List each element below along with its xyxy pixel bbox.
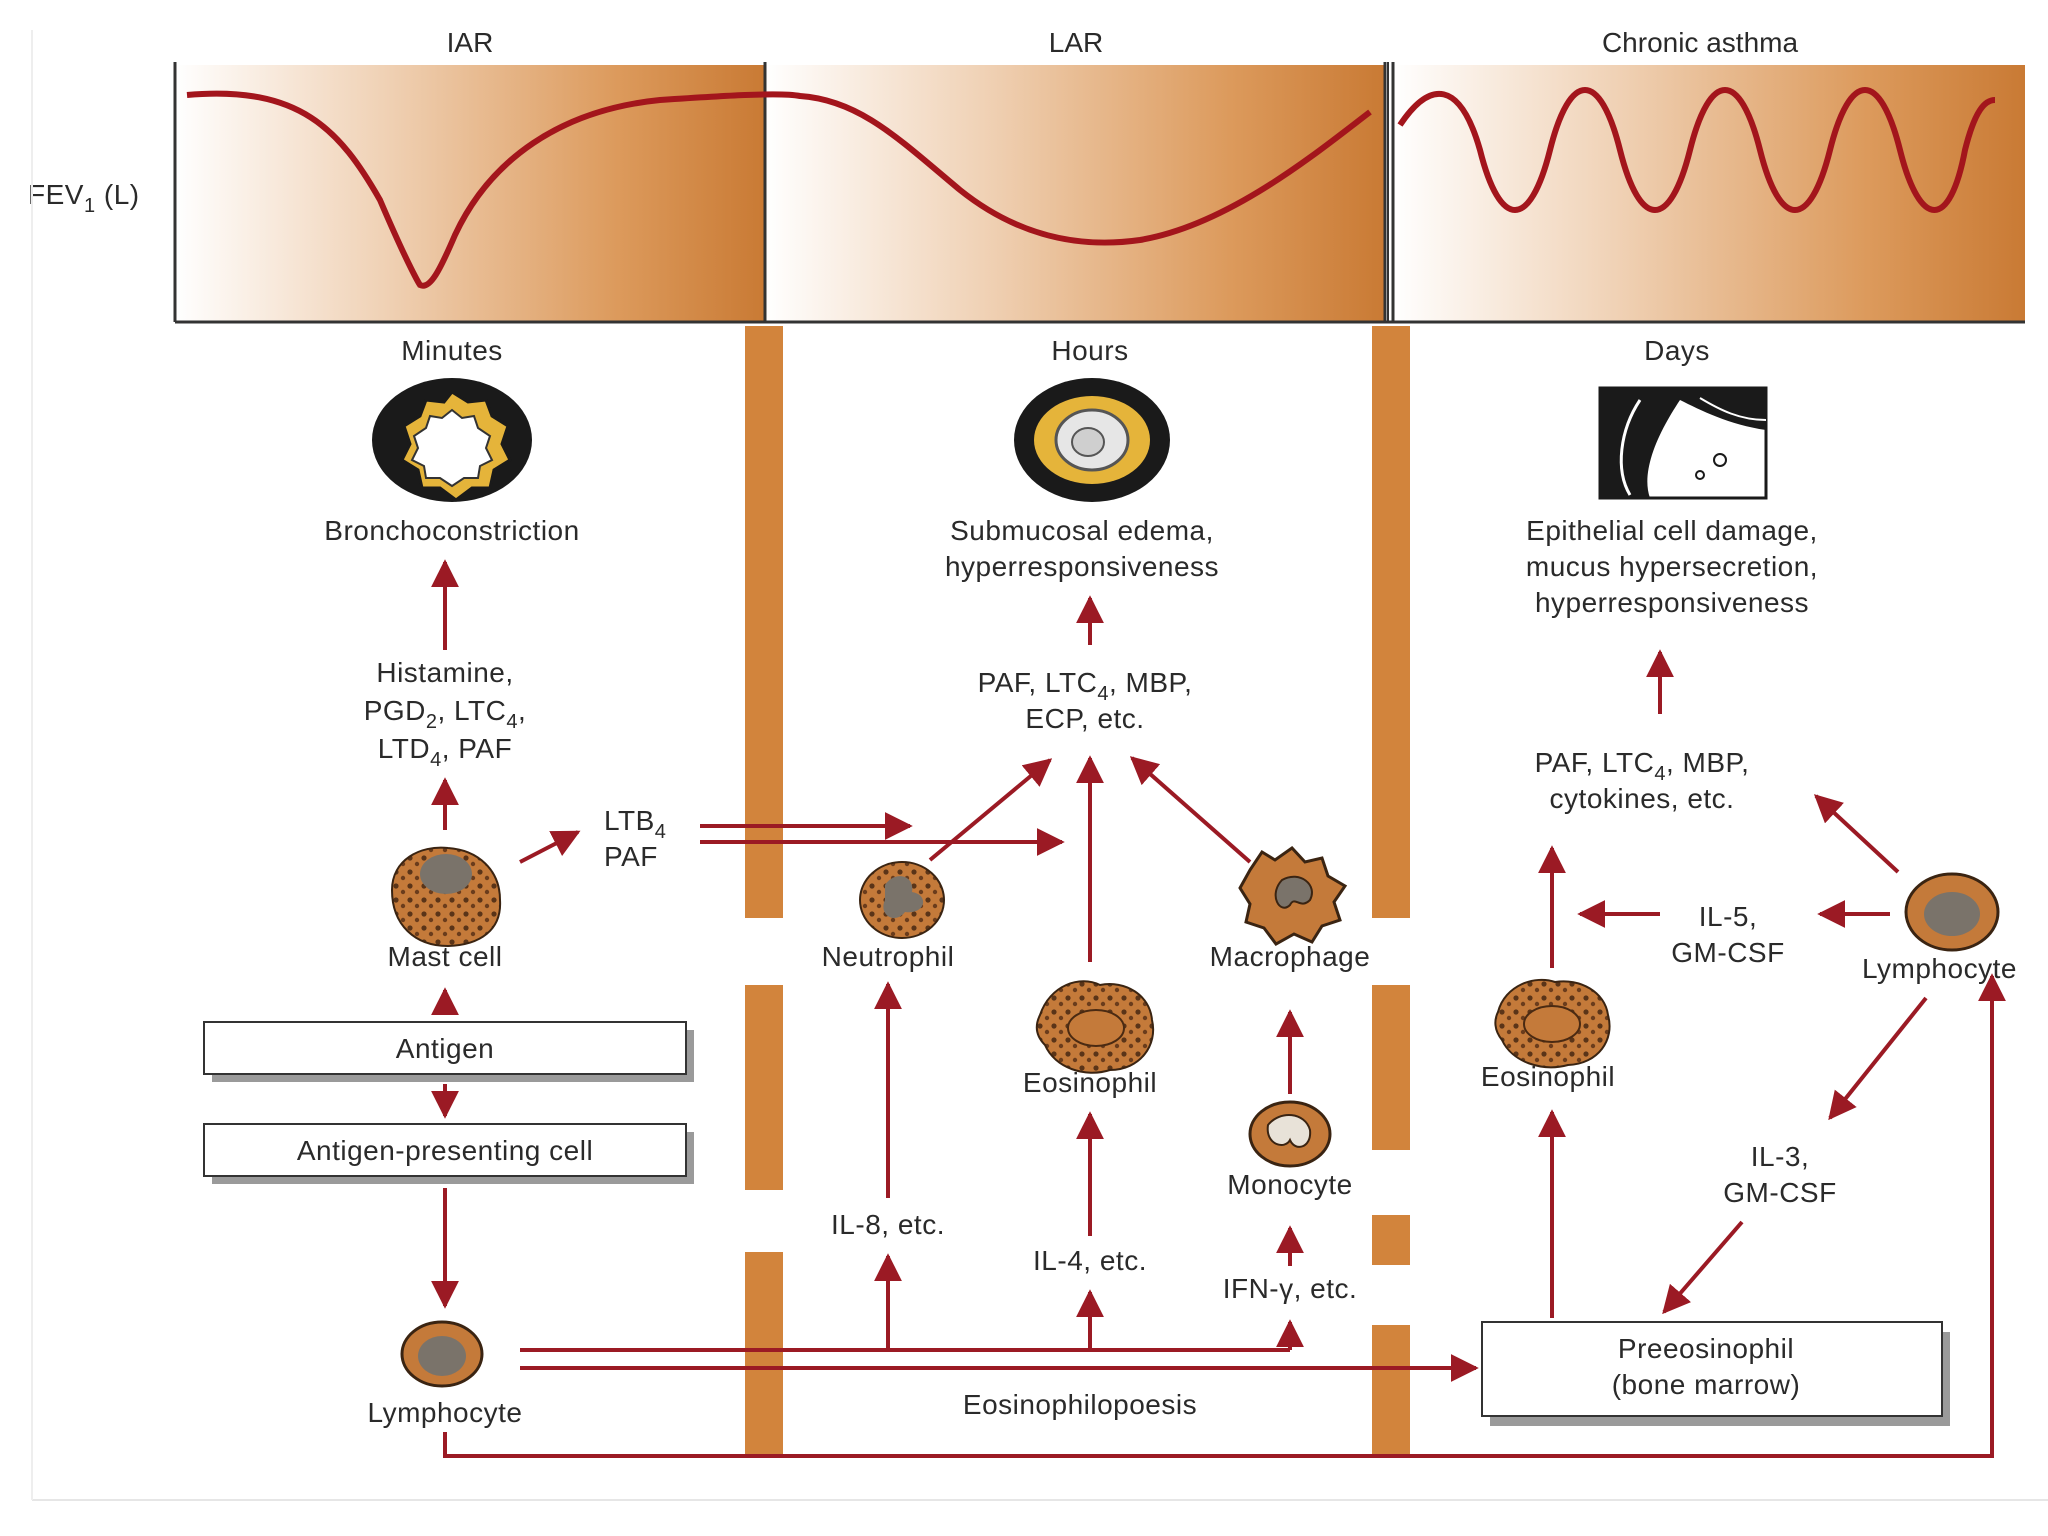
edema-label-line2: hyperresponsiveness <box>945 551 1219 582</box>
preeosinophil-label-line2: (bone marrow) <box>1612 1369 1801 1400</box>
chronic-label: Chronic asthma <box>1602 27 1799 58</box>
monocyte-icon <box>1248 1100 1332 1168</box>
phase-hours: Hours <box>1051 335 1128 366</box>
mast-cell-label: Mast cell <box>388 941 503 972</box>
antigen-label: Antigen <box>396 1033 494 1064</box>
preeosinophil-label-line1: Preeosinophil <box>1618 1333 1794 1364</box>
chronic-curve <box>1397 87 1996 213</box>
macrophage-icon <box>1238 846 1348 946</box>
eosinophil-chronic-label: Eosinophil <box>1481 1061 1615 1092</box>
lymphocyte-1-icon <box>400 1320 484 1388</box>
antigen-box <box>203 1021 694 1082</box>
mediators-iar-line1: Histamine, <box>376 657 513 688</box>
ifn-label: IFN-γ, etc. <box>1223 1273 1358 1304</box>
mediators-chronic-line2: cytokines, etc. <box>1550 783 1735 814</box>
edema-label-line1: Submucosal edema, <box>950 515 1214 546</box>
airway-edema-icon <box>1014 378 1170 502</box>
phase-days: Days <box>1644 335 1710 366</box>
eosinophil-chronic-icon <box>1494 978 1611 1069</box>
bronchoconstriction-label: Bronchoconstriction <box>324 515 579 546</box>
mediators-lar-line1: PAF, LTC4, MBP, <box>978 667 1193 705</box>
iar-label: IAR <box>447 27 494 58</box>
paf-label: PAF <box>604 841 658 872</box>
fev-axis-label: FEV1 (L) <box>28 179 140 217</box>
lymphocyte-1-label: Lymphocyte <box>368 1397 523 1428</box>
mast-cell-icon <box>390 846 502 948</box>
lar-label: LAR <box>1049 27 1103 58</box>
fev-panels <box>173 62 2025 324</box>
mediators-iar-line3: LTD4, PAF <box>378 733 512 771</box>
divider-bands <box>745 326 1410 1457</box>
monocyte-label: Monocyte <box>1227 1169 1352 1200</box>
neutrophil-icon <box>859 861 945 939</box>
preeosinophil-box <box>1481 1321 1950 1426</box>
lymphocyte-2-icon <box>1904 872 2000 952</box>
neutrophil-label: Neutrophil <box>822 941 955 972</box>
il3-label-line1: IL-3, <box>1751 1141 1810 1172</box>
phase-minutes: Minutes <box>401 335 503 366</box>
apc-box <box>203 1123 694 1184</box>
eosinophilopoesis-label: Eosinophilopoesis <box>963 1389 1197 1420</box>
iar-curve <box>186 90 1372 289</box>
il4-label: IL-4, etc. <box>1033 1245 1147 1276</box>
mediators-iar-line2: PGD2, LTC4, <box>364 695 527 733</box>
apc-label: Antigen-presenting cell <box>297 1135 593 1166</box>
eosinophil-lar-label: Eosinophil <box>1023 1067 1157 1098</box>
epithelial-label-line2: mucus hypersecretion, <box>1526 551 1818 582</box>
il5-label-line2: GM-CSF <box>1671 937 1784 968</box>
airway-bronchoconstriction-icon <box>372 378 532 502</box>
il5-label-line1: IL-5, <box>1699 901 1758 932</box>
lar-panel <box>765 65 1385 321</box>
iar-panel <box>175 65 765 321</box>
epithelial-label-line3: hyperresponsiveness <box>1535 587 1809 618</box>
eosinophil-lar-icon <box>1035 980 1155 1074</box>
il8-label: IL-8, etc. <box>831 1209 945 1240</box>
epithelial-label-line1: Epithelial cell damage, <box>1526 515 1818 546</box>
mediators-chronic-line1: PAF, LTC4, MBP, <box>1535 747 1750 785</box>
macrophage-label: Macrophage <box>1210 941 1371 972</box>
ltb4-label: LTB4 <box>604 805 666 843</box>
il3-label-line2: GM-CSF <box>1723 1177 1836 1208</box>
epithelial-damage-icon <box>1598 386 1768 500</box>
arrows <box>431 559 2006 1458</box>
mediators-lar-line2: ECP, etc. <box>1025 703 1144 734</box>
